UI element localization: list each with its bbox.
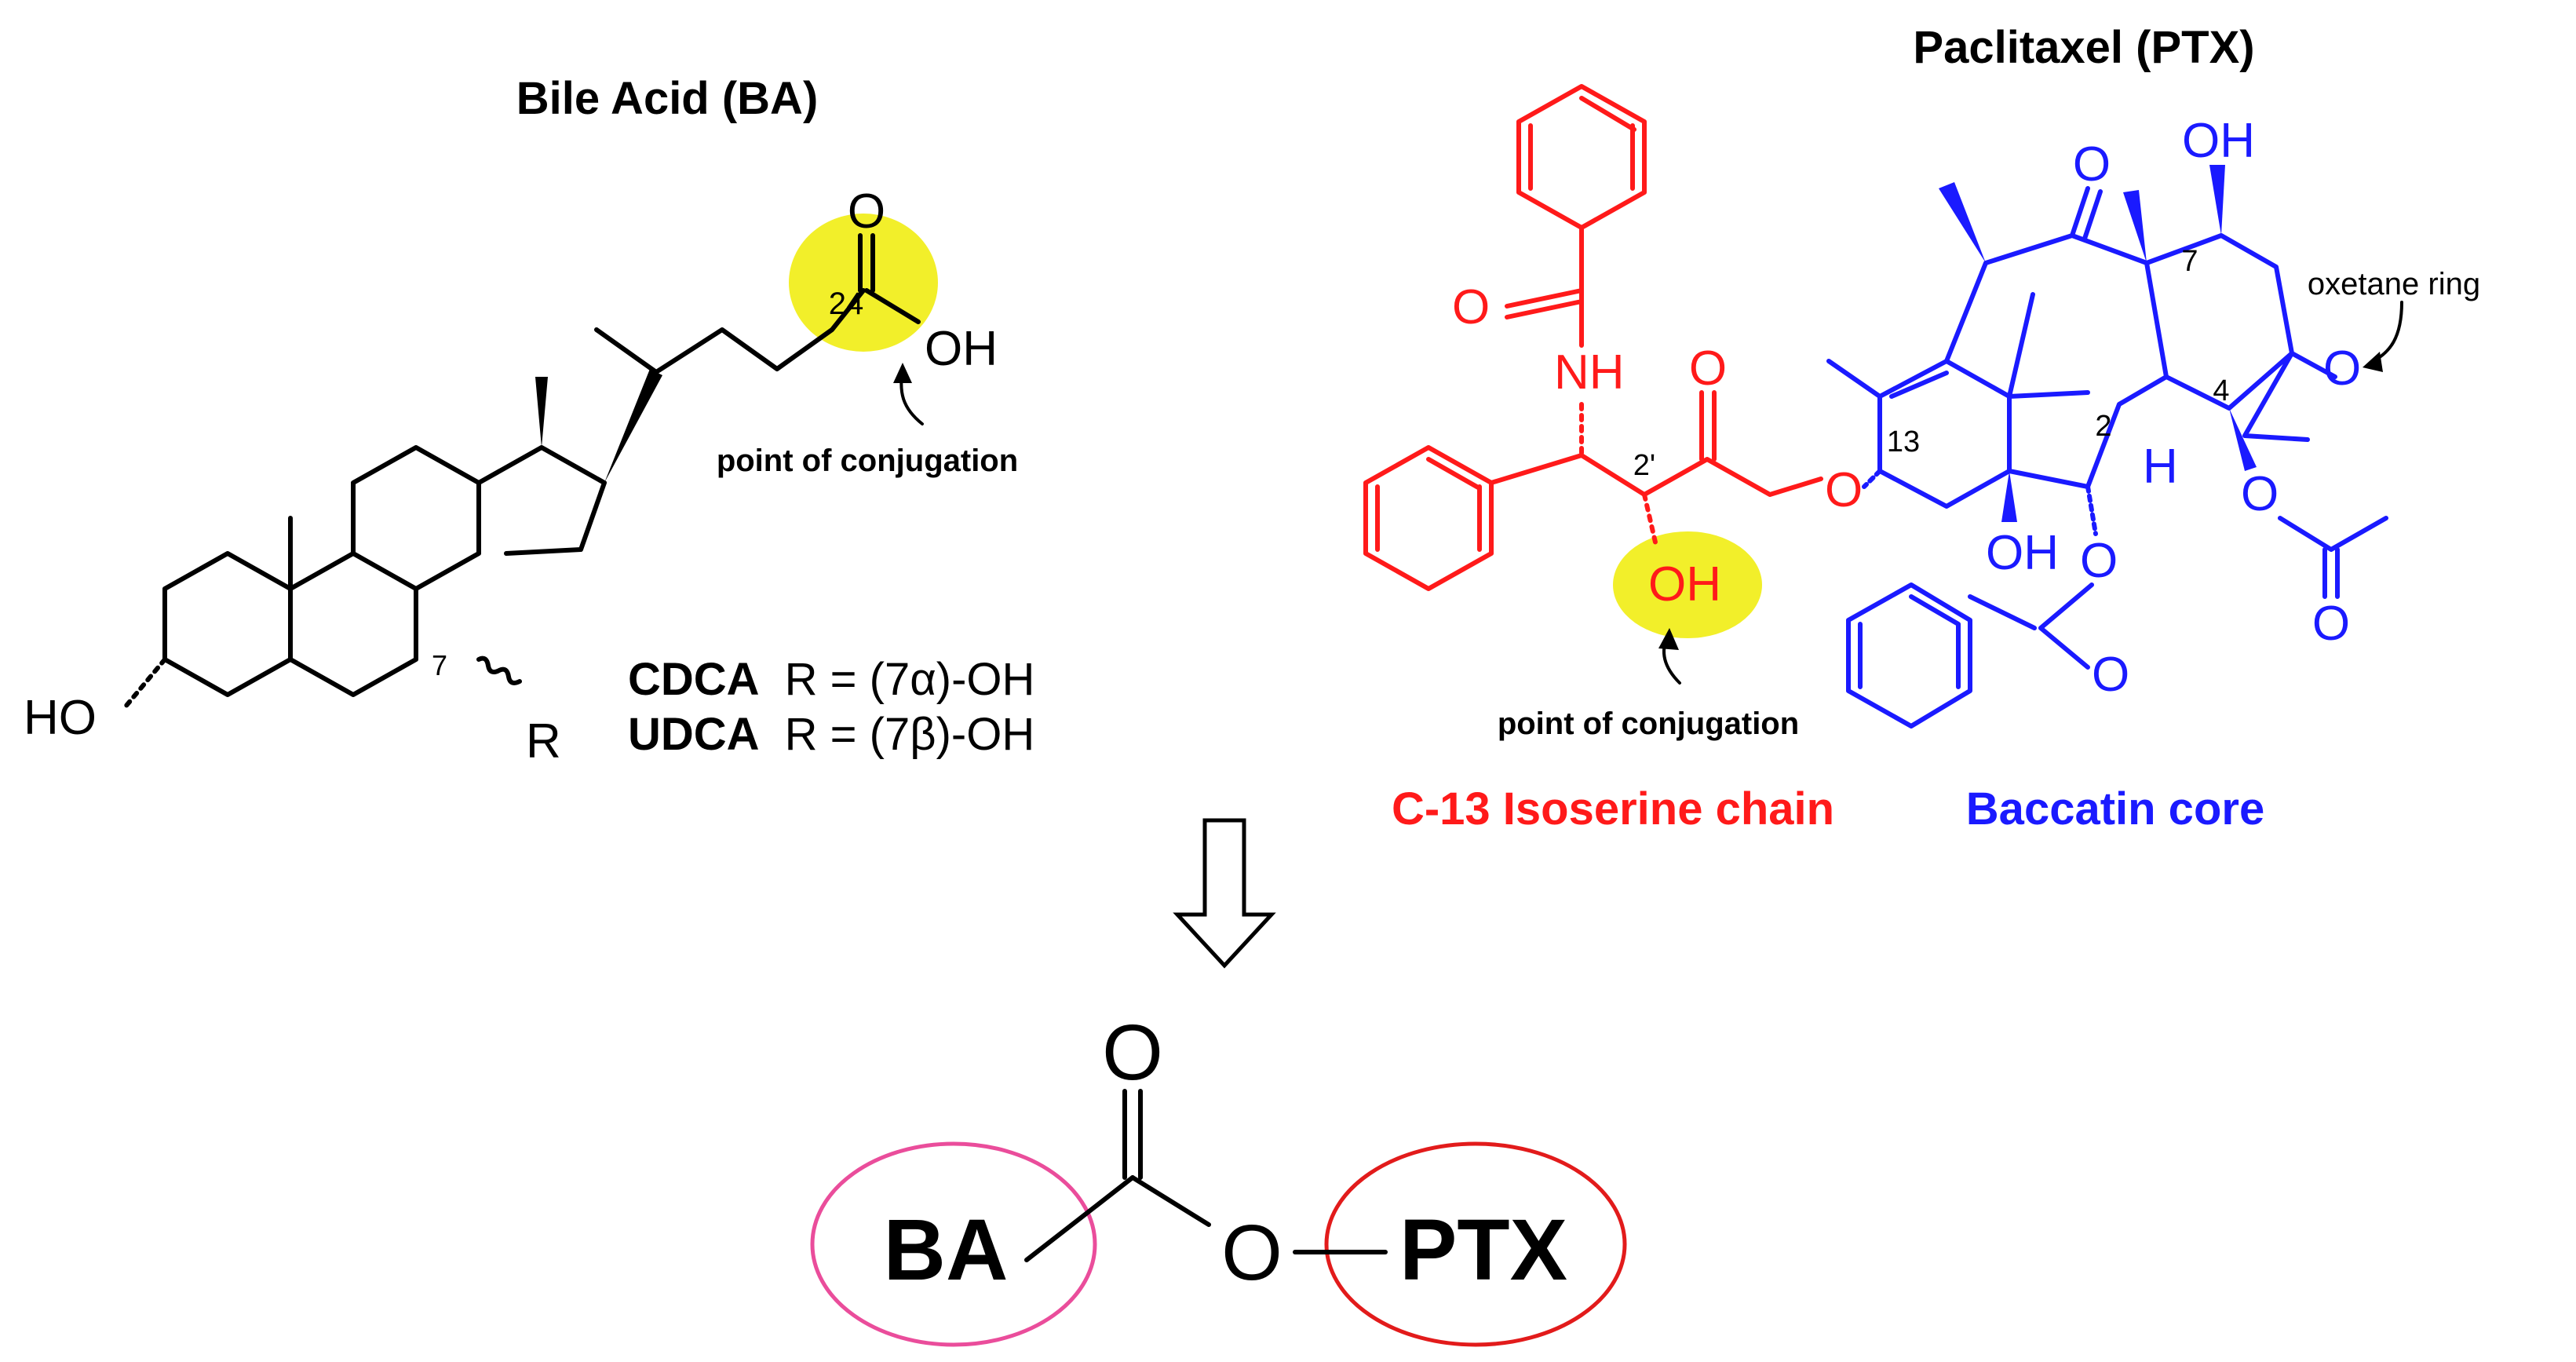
bile-acid-c7-label: 7 [432,649,447,681]
bile-acid-c24-label: 24 [829,287,864,321]
bile-acid-r-group: R [526,714,561,769]
left-benzene-ring [1363,445,1494,591]
paclitaxel-structure: Paclitaxel (PTX) O NH O O 2' OH point of… [1363,22,2480,834]
bile-acid-conjugation-arrowhead [893,363,912,383]
paclitaxel-conjugation-highlight [1613,531,1762,638]
bile-acid-structure: Bile Acid (BA) O 24 OH point of conjugat… [24,73,1034,769]
c7-wedge [2209,165,2225,236]
oxetane-note: oxetane ring [2308,267,2480,301]
conjugate-ester-o: O [1221,1209,1283,1297]
isoserine-chain-label: C-13 Isoserine chain [1392,783,1834,834]
top-benzene-ring [1516,84,1647,230]
bile-acid-variant-cdca: CDCA R = (7α)-OH [628,654,1034,705]
core-right-ring [2144,233,2294,411]
benzoate-link-o: O [2080,534,2118,588]
core-eight-ring [1944,233,2169,489]
baccatin-core: O OH 7 4 13 2 O oxetane ring H OH O [1826,114,2480,728]
amide-nh: NH [1554,345,1625,400]
paclitaxel-conjugation-note: point of conjugation [1498,707,1799,741]
cdca-formula: R = (7α)-OH [785,654,1035,705]
bile-acid-c3-hydroxyl: HO [24,691,97,745]
ketone-double-bond [2070,186,2103,241]
paclitaxel-title: Paclitaxel (PTX) [1913,22,2254,73]
bile-acid-ring-b [288,551,418,697]
conjugate-ester-bond [1130,1175,1211,1227]
ptx-ellipse [1324,1141,1627,1347]
amide-carbonyl-bond [1505,225,1584,348]
c1-wedge [2001,471,2017,522]
bile-acid-carboxyl-double-bond [858,233,875,293]
ester-carbonyl-o: O [1689,341,1727,396]
oxetane-ring [2242,351,2337,442]
bile-acid-carboxyl-single-bond [864,288,921,324]
oxetane-o: O [2323,341,2361,396]
bile-acid-c3-hash-bond [123,657,167,709]
hydroxyl-2prime: OH [1648,557,1721,612]
h-label: H [2143,440,2178,494]
position-13: 13 [1887,425,1920,458]
c4-wedge [2229,408,2257,471]
conjugate-ba-bond [1024,1175,1135,1262]
bile-acid-c13-methyl [535,377,548,447]
benzoate-carbonyl-o: O [2092,648,2129,702]
ketone-o: O [2073,137,2111,192]
baccatin-core-label: Baccatin core [1966,783,2264,834]
oxetane-arrow [2369,301,2403,364]
acetate-bonds [2278,516,2388,599]
benzoate-bonds [1968,582,2094,670]
bile-acid-ring-d [476,445,607,556]
amide-o: O [1452,280,1490,334]
bile-acid-conjugation-highlight [789,214,938,352]
bile-acid-side-chain [594,288,866,374]
conjugate-carbonyl-bond [1122,1089,1143,1180]
benzoate-benzene-ring [1846,582,1972,728]
bile-acid-acid-oh: OH [925,322,998,376]
bile-acid-variant-udca: UDCA R = (7β)-OH [628,709,1034,760]
position-2: 2 [2095,410,2111,443]
bile-acid-ring-a [162,551,293,697]
udca-name: UDCA [628,709,760,760]
oxetane-arrowhead [2363,352,2383,372]
bile-acid-conjugation-note: point of conjugation [717,444,1018,478]
udca-formula: R = (7β)-OH [785,709,1035,760]
conjugate-structure: O O BA PTX [810,1009,1627,1347]
bile-acid-c17-wedge [604,369,662,483]
position-7: 7 [2181,245,2198,278]
retrosynthesis-arrow [1173,818,1276,969]
bile-acid-carbonyl-o: O [848,184,885,239]
c8-methyl-wedge [2123,190,2147,263]
hydroxyl-1: OH [1986,526,2059,580]
ester-carbonyl-double-bond [1699,390,1717,462]
conjugate-carbonyl-o: O [1102,1009,1163,1097]
position-4: 4 [2213,374,2229,407]
c13-hash-bond [1862,469,1882,489]
isoserine-chain: O NH O O 2' OH [1363,84,1863,612]
acetate-link-o: O [2241,467,2279,521]
bile-acid-c7-wavy-bond [476,655,522,685]
bile-acid-title: Bile Acid (BA) [516,73,819,124]
acetate-carbonyl-o: O [2312,597,2350,651]
ester-link-o: O [1825,463,1863,517]
vinyl-methyl [1826,359,1882,399]
conjugate-ba-label: BA [884,1202,1009,1298]
cdca-name: CDCA [628,654,760,705]
isoserine-backbone [1489,453,1823,497]
hydroxyl-7: OH [2182,114,2255,168]
gem-dimethyl [2007,292,2090,399]
paclitaxel-conjugation-arrowhead [1658,628,1679,650]
bile-acid-ring-c [351,445,481,591]
c10-wedge [1939,182,1986,263]
c2-hash-bond [2085,484,2098,536]
ba-ellipse [810,1141,1097,1347]
position-2prime: 2' [1633,449,1655,482]
conjugate-ptx-label: PTX [1399,1202,1567,1298]
c2prime-hash-bond [1642,492,1658,548]
